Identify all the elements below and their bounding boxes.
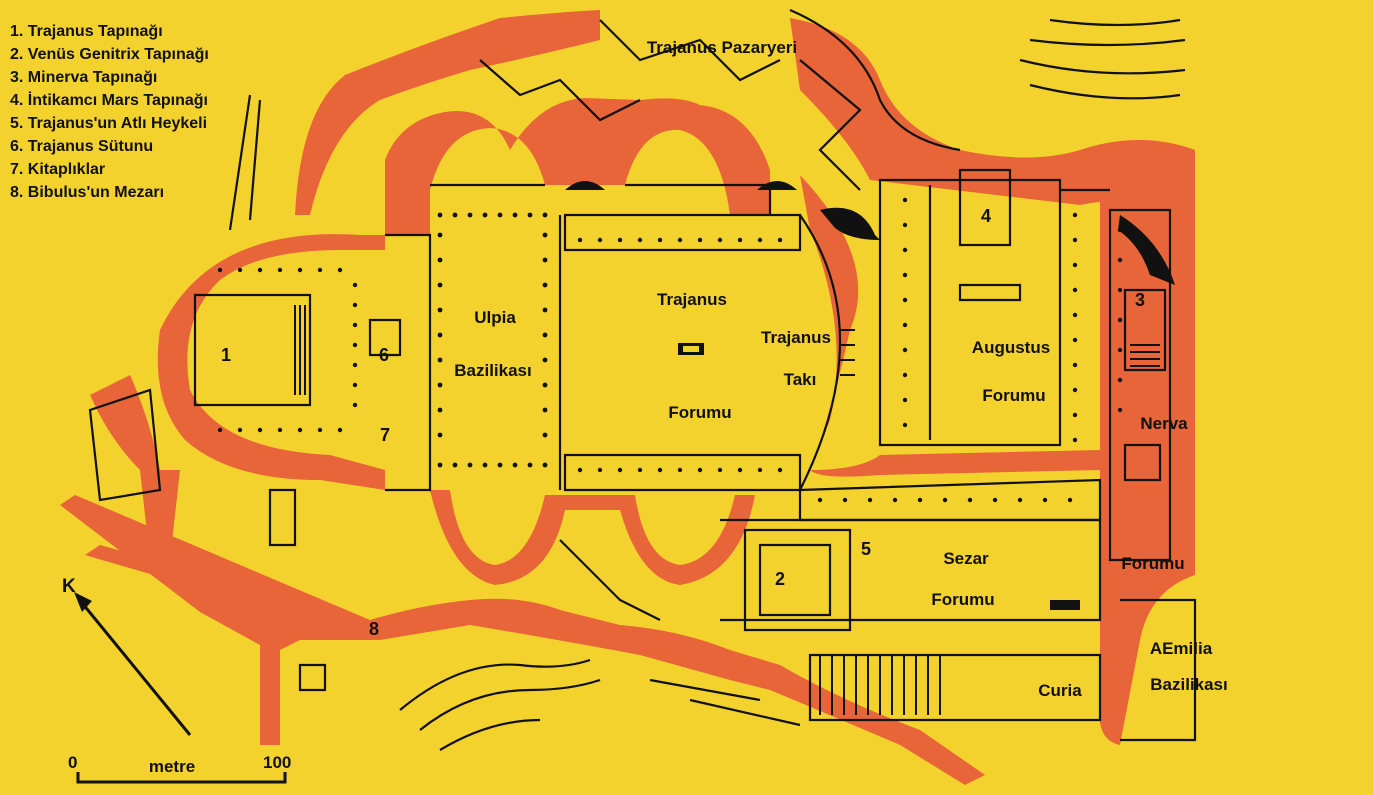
legend-item: 8. Bibulus'un Mezarı — [10, 184, 165, 201]
column-base-marker — [683, 346, 699, 352]
scale-end-label: 100 — [263, 753, 291, 772]
legend-item: 4. İntikamcı Mars Tapınağı — [10, 92, 208, 109]
label-sezar-1: Sezar — [943, 549, 989, 568]
north-arrow — [74, 592, 192, 736]
column-dots — [217, 197, 1123, 503]
label-taki-2: Takı — [784, 370, 817, 389]
label-augustus-2: Forumu — [982, 386, 1045, 405]
legend-item: 5. Trajanus'un Atlı Heykeli — [10, 115, 208, 132]
marker-8: 8 — [369, 619, 379, 639]
marker-6: 6 — [379, 345, 389, 365]
marker-7: 7 — [380, 425, 390, 445]
label-sezar-2: Forumu — [931, 590, 994, 609]
label-ulpia-1: Ulpia — [474, 308, 516, 327]
label-nerva-1: Nerva — [1140, 414, 1188, 433]
marker-3: 3 — [1135, 290, 1145, 310]
legend-item: 6. Trajanus Sütunu — [10, 138, 154, 155]
number-markers: 1 2 3 4 5 6 7 8 — [221, 206, 1145, 639]
dark-features — [565, 181, 1175, 610]
marker-2: 2 — [775, 569, 785, 589]
label-trajanus-forum-1: Trajanus — [657, 290, 727, 309]
label-aemilia-1: AEmilia — [1150, 639, 1213, 658]
marker-1: 1 — [221, 345, 231, 365]
label-ulpia-2: Bazilikası — [454, 361, 532, 380]
label-augustus-1: Augustus — [972, 338, 1050, 357]
scale-start-label: 0 — [68, 753, 77, 772]
terrain-layer — [60, 10, 1195, 785]
legend-item: 3. Minerva Tapınağı — [10, 69, 158, 86]
label-nerva-2: Forumu — [1121, 554, 1184, 573]
legend-item: 1. Trajanus Tapınağı — [10, 23, 163, 40]
stairs-hatching — [294, 305, 1160, 715]
plan-outlines — [88, 8, 1197, 751]
scale-bar — [76, 772, 287, 784]
label-aemilia-2: Bazilikası — [1150, 675, 1228, 694]
scale-unit-label: metre — [149, 757, 195, 776]
map-legend: 1. Trajanus Tapınağı 2. Venüs Genitrix T… — [10, 20, 209, 204]
marker-5: 5 — [861, 539, 871, 559]
label-taki-1: Trajanus — [761, 328, 831, 347]
legend-item: 7. Kitaplıklar — [10, 161, 106, 178]
label-curia: Curia — [1038, 681, 1082, 700]
place-labels: Trajanus Pazaryeri Ulpia Bazilikası Traj… — [454, 38, 1228, 700]
label-pazaryeri: Trajanus Pazaryeri — [647, 38, 797, 57]
label-trajanus-forum-2: Forumu — [668, 403, 731, 422]
north-label: K — [62, 576, 76, 597]
legend-item: 2. Venüs Genitrix Tapınağı — [10, 46, 209, 63]
marker-4: 4 — [981, 206, 991, 226]
